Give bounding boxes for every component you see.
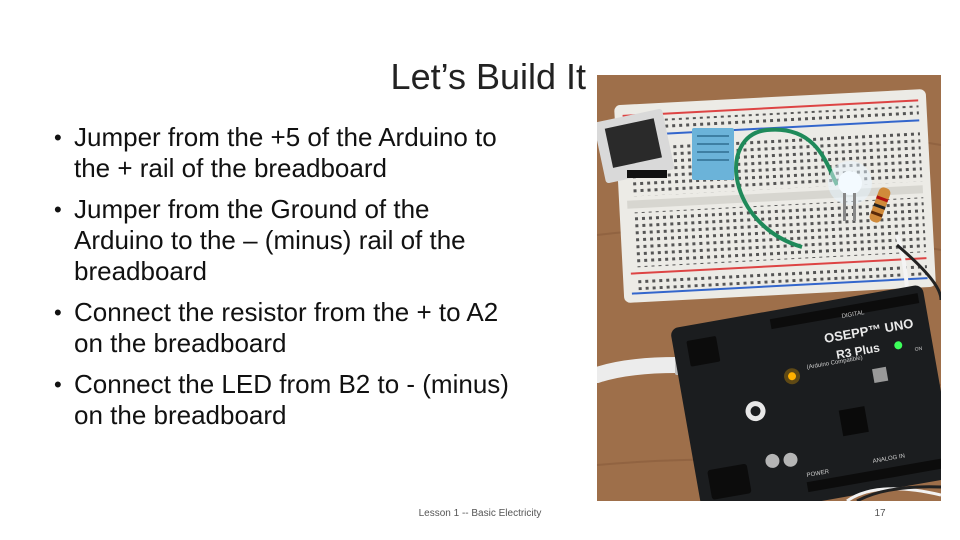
bullet-line: Connect the LED from B2 to - (minus) [74, 369, 509, 399]
bullet-item: • Connect the LED from B2 to - (minus) o… [54, 369, 594, 431]
bullet-item: • Jumper from the Ground of the Arduino … [54, 194, 594, 287]
bullet-line: on the breadboard [74, 328, 287, 358]
analog-in-label: ANALOG IN [872, 453, 905, 465]
sd-module [597, 108, 675, 184]
arduino-board: OSEPP™ UNO R3 Plus (Arduino Compatible) … [671, 285, 941, 501]
arduino-breadboard-photo: OSEPP™ UNO R3 Plus (Arduino Compatible) … [597, 75, 941, 501]
bullet-dot: • [54, 372, 62, 397]
power-label: POWER [806, 469, 830, 479]
led [828, 161, 872, 221]
digital-label: DIGITAL [841, 310, 865, 320]
bullet-dot: • [54, 197, 62, 222]
bullet-item: • Connect the resistor from the + to A2 … [54, 297, 594, 359]
bullet-line: breadboard [74, 256, 207, 286]
footer-text: Lesson 1 -- Basic Electricity [418, 508, 542, 519]
on-led-label: ON [914, 346, 923, 353]
bullet-line: Connect the resistor from the + to A2 [74, 297, 499, 327]
bullet-list: • Jumper from the +5 of the Arduino to t… [54, 122, 594, 441]
bullet-line: Jumper from the Ground of the [74, 194, 430, 224]
green-jumper-wire [734, 127, 839, 249]
bullet-dot: • [54, 125, 62, 150]
bullet-item: • Jumper from the +5 of the Arduino to t… [54, 122, 594, 184]
bullet-dot: • [54, 300, 62, 325]
page-number: 17 [874, 508, 886, 519]
slide-title: Let’s Build It [390, 56, 586, 97]
bullet-line: on the breadboard [74, 400, 287, 430]
blue-sensor [692, 128, 734, 180]
resistor [869, 187, 891, 223]
bullet-line: the + rail of the breadboard [74, 153, 387, 183]
bullet-line: Arduino to the – (minus) rail of the [74, 225, 466, 255]
bullet-line: Jumper from the +5 of the Arduino to [74, 122, 497, 152]
